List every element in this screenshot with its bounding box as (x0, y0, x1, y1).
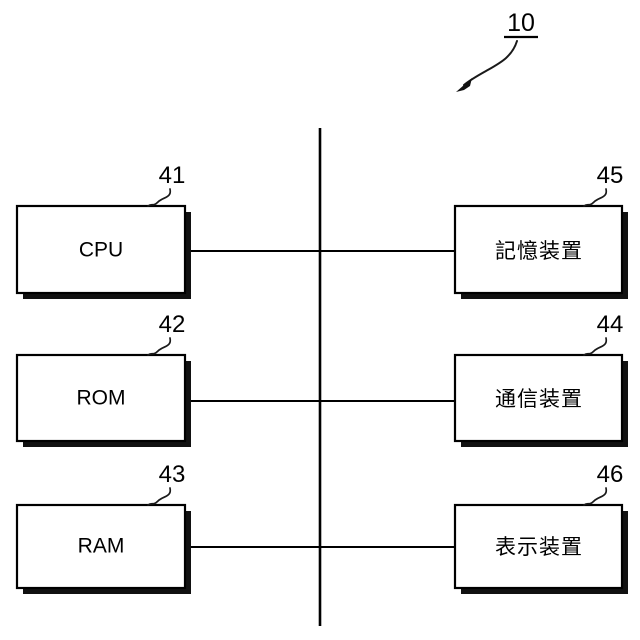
figure-reference-arrow-head (456, 78, 472, 92)
block-ram-shadow-bottom (23, 588, 191, 594)
block-cpu: CPU (15, 204, 191, 299)
block-cpu-shadow-right (185, 212, 191, 299)
reference-leader-42 (147, 337, 172, 356)
block-rom-box (15, 353, 187, 443)
reference-callout-44: 44 (583, 311, 624, 356)
reference-leader-43 (147, 487, 172, 506)
reference-callout-42: 42 (147, 311, 186, 356)
reference-number-46: 46 (597, 461, 624, 488)
block-rom-shadow-right (185, 361, 191, 447)
block-ram-shadow-right (185, 511, 191, 594)
block-rom-shadow-bottom (23, 441, 191, 447)
reference-number-45: 45 (597, 162, 624, 189)
block-ram-box (15, 503, 187, 590)
block-storage-device-label: 記憶装置 (495, 239, 583, 263)
block-communication-device-label: 通信装置 (495, 387, 583, 411)
reference-callout-43: 43 (147, 461, 186, 506)
reference-number-41: 41 (159, 162, 186, 189)
block-communication-device-box (453, 353, 624, 443)
block-display-device: 表示装置 (453, 503, 628, 594)
block-communication-device: 通信装置 (453, 353, 628, 447)
reference-leader-44 (583, 337, 608, 356)
figure-reference-number: 10 (507, 9, 535, 37)
block-display-device-box (453, 503, 624, 590)
block-display-device-shadow-right (622, 511, 628, 594)
reference-leader-46 (583, 487, 608, 506)
block-display-device-shadow-bottom (461, 588, 628, 594)
reference-leader-45 (583, 188, 608, 207)
block-storage-device-shadow-bottom (461, 293, 628, 299)
reference-callout-45: 45 (583, 162, 624, 207)
block-storage-device: 記憶装置 (453, 204, 628, 299)
reference-leader-41 (147, 188, 172, 207)
reference-number-43: 43 (159, 461, 186, 488)
block-cpu-label: CPU (79, 239, 123, 262)
figure-reference-group: 10 (456, 9, 538, 92)
block-rom: ROM (15, 353, 191, 447)
block-cpu-box (15, 204, 187, 295)
reference-number-42: 42 (159, 311, 186, 338)
reference-number-44: 44 (597, 311, 624, 338)
block-storage-device-box (453, 204, 624, 295)
block-communication-device-shadow-right (622, 361, 628, 447)
block-communication-device-shadow-bottom (461, 441, 628, 447)
block-cpu-shadow-bottom (23, 293, 191, 299)
reference-callout-41: 41 (147, 162, 186, 207)
figure-reference-arrow-curve (463, 40, 518, 86)
block-display-device-label: 表示装置 (495, 535, 583, 559)
block-ram-label: RAM (78, 535, 125, 558)
block-rom-label: ROM (77, 387, 126, 410)
reference-callout-46: 46 (583, 461, 624, 506)
block-ram: RAM (15, 503, 191, 594)
block-storage-device-shadow-right (622, 212, 628, 299)
